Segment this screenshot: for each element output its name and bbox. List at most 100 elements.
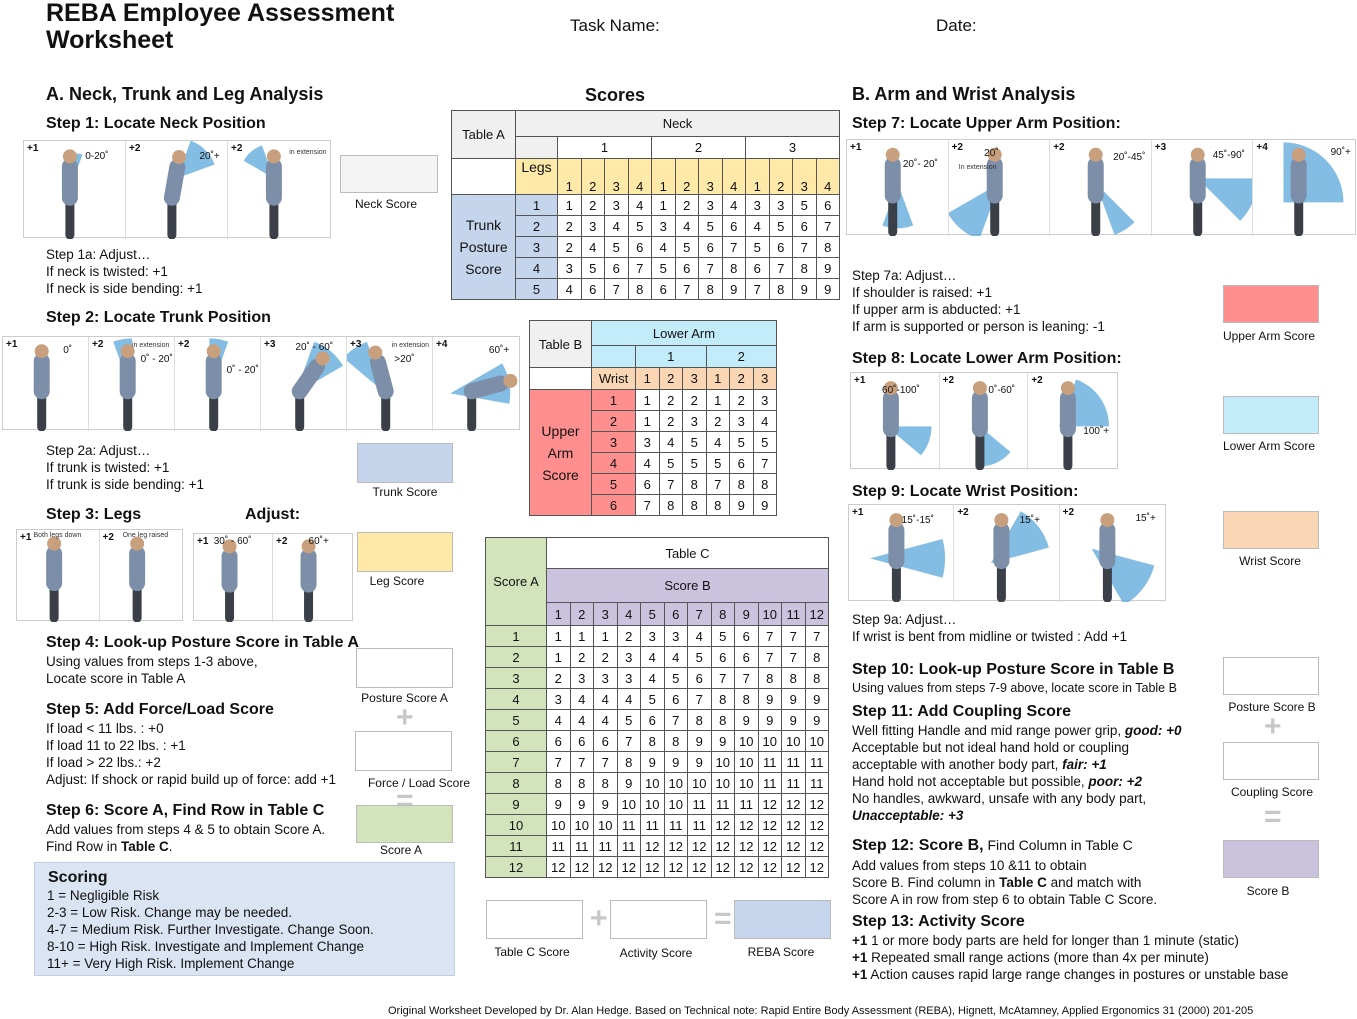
score-a-header: Score A xyxy=(485,537,547,626)
posture-points: +2 xyxy=(178,339,190,350)
table-c-cell: 6 xyxy=(569,730,594,752)
table-c-cell: 12 xyxy=(804,835,829,857)
table-a-cell: 1 xyxy=(557,194,582,216)
reba-score-box[interactable] xyxy=(734,900,831,939)
leg-score-box[interactable] xyxy=(357,532,453,572)
coupling-value: good: +0 xyxy=(1124,723,1182,738)
coupling-value: Unacceptable: +3 xyxy=(852,808,964,823)
legs-value: 4 xyxy=(815,158,840,195)
score-a-row: 11 xyxy=(485,835,547,857)
posture-illustration xyxy=(971,381,1011,470)
table-c-cell: 11 xyxy=(616,814,641,836)
table-c-cell: 12 xyxy=(546,856,571,878)
table-c-score-box[interactable] xyxy=(486,900,583,939)
score-a-row: 12 xyxy=(485,856,547,878)
score-a-box[interactable] xyxy=(356,805,453,843)
posture-angle: 100˚+ xyxy=(1083,426,1110,438)
step6-text: Add values from steps 4 & 5 to obtain Sc… xyxy=(46,821,325,855)
wrist-score-box[interactable] xyxy=(1223,511,1319,549)
table-a-cell: 6 xyxy=(815,194,840,216)
table-c-cell: 12 xyxy=(804,793,829,815)
table-c-cell: 8 xyxy=(710,709,735,731)
posture-points: +3 xyxy=(1154,142,1167,153)
posture-angle: 60˚+ xyxy=(488,344,510,356)
coupling-score-box[interactable] xyxy=(1223,742,1319,780)
table-c-cell: 10 xyxy=(781,730,806,752)
table-b-cell: 8 xyxy=(682,494,707,516)
table-a-cell: 9 xyxy=(815,257,840,279)
table-a-cell: 9 xyxy=(792,278,817,300)
table-c-cell: 8 xyxy=(804,667,829,689)
step12-text: Add values from steps 10 &11 to obtain S… xyxy=(852,857,1157,908)
table-c-cell: 12 xyxy=(804,856,829,878)
step1a-line: If neck is twisted: +1 xyxy=(46,264,168,279)
lower-arm-value: 1 xyxy=(635,345,707,368)
table-c-cell: 10 xyxy=(734,772,759,794)
activity-points: +1 xyxy=(852,950,868,965)
legs-value: 4 xyxy=(721,158,746,195)
table-c-cell: 12 xyxy=(734,835,759,857)
table-b-cell: 7 xyxy=(658,473,683,495)
table-b-cell: 8 xyxy=(705,494,730,516)
blank-cell xyxy=(591,345,636,368)
step11-text: Well fitting Handle and mid range power … xyxy=(852,722,1182,824)
posture-score-b-box[interactable] xyxy=(1223,657,1319,695)
upper-arm-value: 5 xyxy=(591,473,636,495)
lower-arm-score-label: Lower Arm Score xyxy=(1222,439,1316,453)
posture-angle: 20˚-45˚ xyxy=(1113,151,1146,163)
table-a-cell: 8 xyxy=(815,236,840,258)
row-label-line: Upper xyxy=(541,422,580,439)
force-load-score-box[interactable] xyxy=(355,731,452,771)
score-b-column: 4 xyxy=(616,602,641,626)
table-b-cell: 1 xyxy=(635,389,660,411)
section-a-title: A. Neck, Trunk and Leg Analysis xyxy=(46,84,324,104)
upper-arm-value: 2 xyxy=(591,410,636,432)
score-b-column: 3 xyxy=(593,602,618,626)
step9a-adjust: Step 9a: Adjust… If wrist is bent from m… xyxy=(852,611,1127,645)
posture-points: +1 xyxy=(27,143,39,154)
posture-points: +1 xyxy=(20,532,32,543)
posture-score-a-box[interactable] xyxy=(356,648,453,688)
score-b-box[interactable] xyxy=(1223,840,1319,878)
upper-arm-score-box[interactable] xyxy=(1223,285,1319,323)
table-c-cell: 4 xyxy=(640,646,665,668)
step5-line: If load > 22 lbs.: +2 xyxy=(46,755,161,770)
table-c-cell: 8 xyxy=(569,772,594,794)
table-b-cell: 9 xyxy=(729,494,754,516)
table-a-cell: 4 xyxy=(580,236,605,258)
neck-header: Neck xyxy=(515,110,840,137)
activity-text: Repeated small range actions (more than … xyxy=(867,950,1209,965)
table-c-cell: 11 xyxy=(593,835,618,857)
table-c-cell: 9 xyxy=(710,730,735,752)
table-c-cell: 12 xyxy=(710,856,735,878)
posture-illustration xyxy=(205,338,229,431)
table-c-cell: 11 xyxy=(687,814,712,836)
activity-score-box[interactable] xyxy=(610,900,707,939)
step5-line: Adjust: If shock or rapid build up of fo… xyxy=(46,772,337,787)
coupling-text: Acceptable but not ideal hand hold or co… xyxy=(852,740,1129,755)
table-c-cell: 4 xyxy=(569,688,594,710)
step2a-adjust: Step 2a: Adjust… If trunk is twisted: +1… xyxy=(46,442,204,493)
posture-illustration xyxy=(948,147,1003,236)
neck-score-box[interactable] xyxy=(340,155,438,193)
table-a-cell: 4 xyxy=(627,194,652,216)
table-c-cell: 1 xyxy=(593,625,618,647)
table-c-cell: 8 xyxy=(640,730,665,752)
table-a-cell: 1 xyxy=(651,194,676,216)
table-a-cell: 9 xyxy=(815,278,840,300)
table-c-cell: 4 xyxy=(546,709,571,731)
posture-angle: 20˚+ xyxy=(199,150,220,162)
scoring-line: 1 = Negligible Risk xyxy=(47,888,160,903)
table-c-cell: 12 xyxy=(593,856,618,878)
trunk-score-box[interactable] xyxy=(357,443,453,483)
table-a-cell: 3 xyxy=(745,194,770,216)
lower-arm-score-box[interactable] xyxy=(1223,396,1319,434)
table-a-cell: 4 xyxy=(557,278,582,300)
trunk-posture-header: Trunk Posture Score xyxy=(451,194,516,300)
posture-illustration xyxy=(128,536,145,622)
